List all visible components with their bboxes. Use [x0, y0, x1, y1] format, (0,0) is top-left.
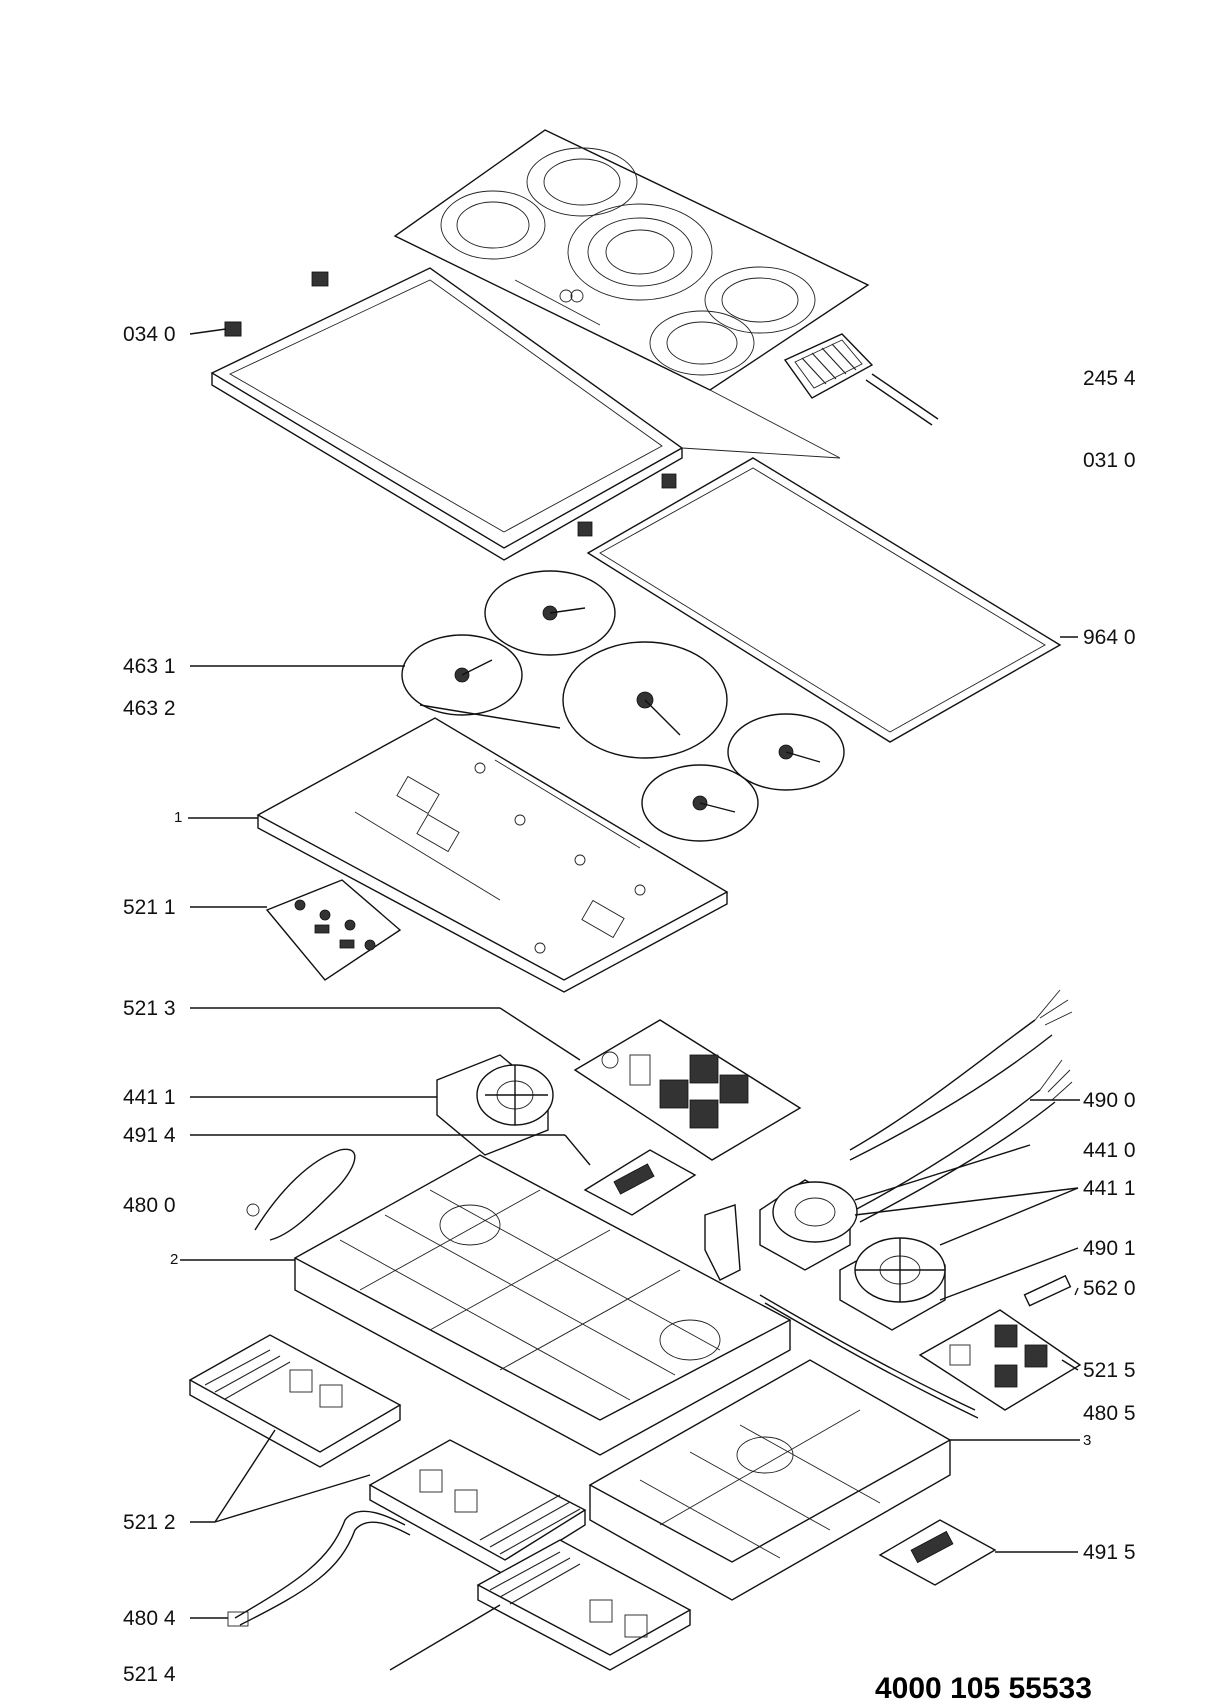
clip-part — [224, 321, 242, 337]
lower-housing-main — [293, 1154, 792, 1456]
label-491-4: 491 4 — [123, 1124, 176, 1147]
bracket-lower — [878, 1519, 997, 1586]
label-463-2: 463 2 — [123, 697, 176, 720]
label-562-0: 562 0 — [1083, 1277, 1136, 1300]
label-490-0: 490 0 — [1083, 1089, 1136, 1112]
power-board-bottom — [476, 1539, 692, 1671]
induction-coils — [401, 570, 845, 842]
label-521-1: 521 1 — [123, 896, 176, 919]
label-441-1-upper: 441 1 — [123, 1086, 176, 1109]
label-480-0: 480 0 — [123, 1194, 176, 1217]
wire-harness-lower — [227, 1510, 411, 1627]
label-034-0: 034 0 — [123, 323, 176, 346]
fan-assembly — [704, 1179, 858, 1281]
wire-harness-small — [246, 1148, 356, 1241]
document-number: 4000 105 55533 — [875, 1672, 1092, 1705]
power-board-right — [918, 1309, 1082, 1411]
label-245-4: 245 4 — [1083, 367, 1136, 390]
leader-lines — [180, 328, 1080, 1671]
leader-frame-to-gasket — [681, 447, 841, 459]
control-board — [265, 879, 402, 981]
label-964-0: 964 0 — [1083, 626, 1136, 649]
bracket-upper — [583, 1149, 697, 1216]
power-board-upper — [573, 1019, 802, 1161]
support-plate — [256, 717, 729, 993]
power-board-left — [188, 1334, 402, 1468]
cooling-fan-upper — [436, 1054, 554, 1156]
glass-cooktop — [393, 129, 870, 391]
label-490-1: 490 1 — [1083, 1237, 1136, 1260]
label-521-4: 521 4 — [123, 1663, 176, 1686]
label-031-0: 031 0 — [1083, 449, 1136, 472]
label-521-2: 521 2 — [123, 1511, 176, 1534]
label-521-5: 521 5 — [1083, 1359, 1136, 1382]
leader-top-to-frame — [709, 389, 841, 459]
label-3: 3 — [1083, 1432, 1092, 1449]
label-480-4: 480 4 — [123, 1607, 176, 1630]
label-441-0: 441 0 — [1083, 1139, 1136, 1162]
label-480-5: 480 5 — [1083, 1402, 1136, 1425]
gasket-seal — [586, 457, 1062, 743]
label-1: 1 — [174, 809, 183, 826]
label-463-1: 463 1 — [123, 655, 176, 678]
grill-pan — [783, 333, 939, 426]
wire-harness-right — [759, 1294, 979, 1419]
label-521-3: 521 3 — [123, 997, 176, 1020]
label-2: 2 — [170, 1251, 179, 1268]
label-441-1-lower: 441 1 — [1083, 1177, 1136, 1200]
power-cables — [849, 989, 1073, 1223]
fuse — [1023, 1274, 1072, 1307]
cooling-fan-lower — [839, 1237, 946, 1331]
label-491-5: 491 5 — [1083, 1541, 1136, 1564]
